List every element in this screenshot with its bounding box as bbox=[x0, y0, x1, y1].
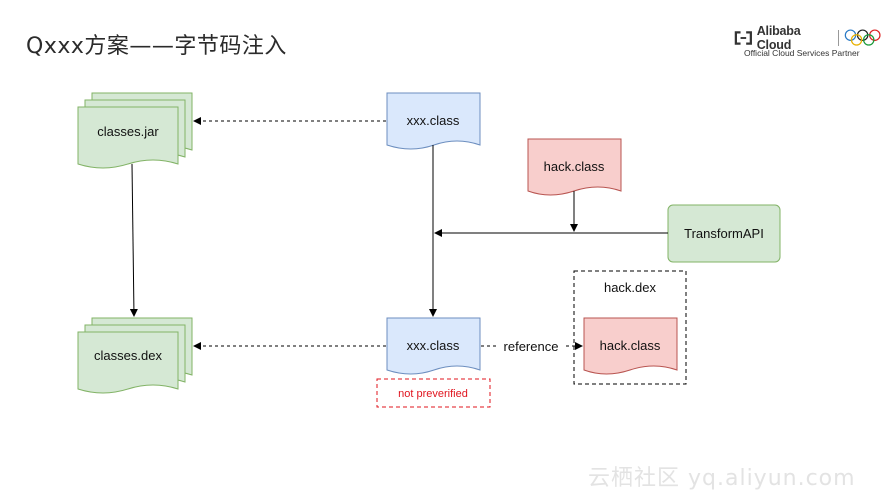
classes-jar-node: classes.jar bbox=[77, 92, 193, 169]
xxx-class-top-label: xxx.class bbox=[407, 113, 460, 128]
hack-class-in-dex-label: hack.class bbox=[600, 338, 661, 353]
classes-dex-node: classes.dex bbox=[77, 317, 193, 394]
xxx-class-bottom-node: xxx.class bbox=[386, 317, 481, 375]
transform-api-node: TransformAPI bbox=[667, 204, 781, 263]
not-preverified-box: not preverified bbox=[376, 378, 491, 408]
edge-classes-jar-to-classes-dex bbox=[129, 163, 138, 317]
classes-dex-label: classes.dex bbox=[94, 348, 162, 363]
xxx-class-bottom-label: xxx.class bbox=[407, 338, 460, 353]
watermark: 云栖社区 yq.aliyun.com bbox=[588, 466, 856, 491]
hack-dex-group: hack.dex hack.class bbox=[573, 270, 687, 385]
edge-reference: reference bbox=[481, 339, 583, 354]
alibaba-cloud-logo: Alibaba Cloud Official Cloud Services Pa… bbox=[734, 22, 884, 62]
classes-jar-label: classes.jar bbox=[97, 124, 159, 139]
brand-name: Alibaba Cloud bbox=[756, 24, 801, 52]
olympic-rings-icon bbox=[844, 29, 881, 46]
brand-subtitle: Official Cloud Services Partner bbox=[744, 48, 860, 58]
hack-class-top-node: hack.class bbox=[527, 138, 622, 196]
page-title: Qxxx方案——字节码注入 bbox=[26, 34, 287, 59]
xxx-class-top-node: xxx.class bbox=[386, 92, 481, 150]
alibaba-cloud-icon bbox=[734, 31, 752, 45]
not-preverified-label: not preverified bbox=[398, 388, 468, 400]
reference-label: reference bbox=[504, 339, 559, 354]
hack-class-top-label: hack.class bbox=[544, 159, 605, 174]
transform-api-label: TransformAPI bbox=[684, 226, 764, 241]
hack-dex-label: hack.dex bbox=[604, 280, 657, 295]
